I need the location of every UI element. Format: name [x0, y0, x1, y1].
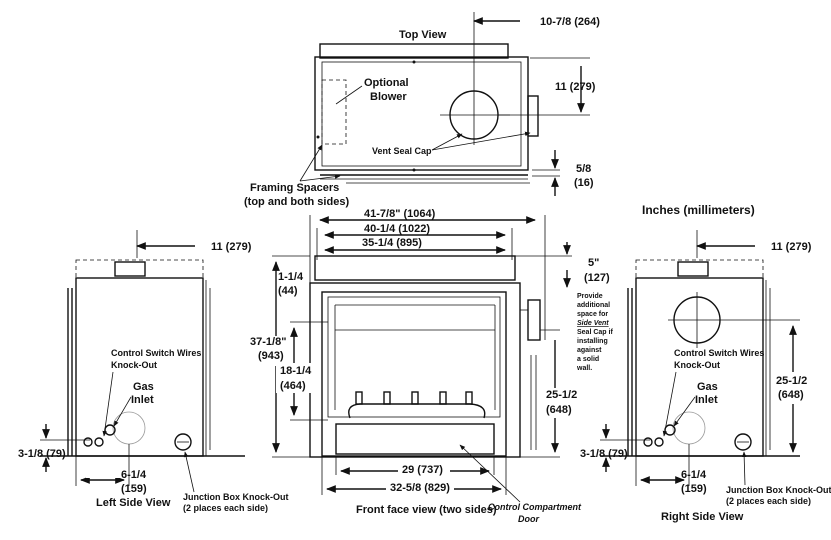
firebox-opening [327, 296, 501, 418]
note-line-6: installing [577, 338, 608, 345]
dim-right-159: (159) [681, 483, 707, 495]
dim-front-648: (648) [546, 404, 572, 416]
left-knockout-2 [94, 437, 104, 447]
note-line-8: a solid [577, 356, 599, 363]
dim-front-40-1-4: 40-1/4 (1022) [364, 223, 430, 235]
label-framing-spacers: Framing Spacers [250, 182, 339, 194]
gas-inlet-circle-right [672, 411, 706, 445]
dim-front-32-5-8: 32-5/8 (829) [390, 482, 450, 494]
dim-right-25-1-2: 25-1/2 [776, 375, 807, 387]
units-label: Inches (millimeters) [642, 203, 755, 217]
front-outer-face [309, 282, 521, 458]
top-view: Top View 10-7/8 (264) 11 (279) [244, 12, 600, 208]
gas-inlet-circle-left [112, 411, 146, 445]
note-line-7: against [577, 347, 602, 354]
label-gas-left: Gas [133, 381, 154, 393]
dim-front-29: 29 (737) [402, 464, 443, 476]
junction-box-knockout-right [734, 433, 752, 451]
note-line-2: additional [577, 302, 610, 309]
dim-top-5-8: 5/8 [576, 163, 591, 175]
right-top-spacer [635, 259, 764, 279]
label-control-compartment: Control Compartment [488, 502, 582, 512]
top-flue-outline [319, 43, 509, 59]
label-optional: Optional [364, 77, 409, 89]
dim-top-11: 11 (279) [555, 81, 596, 93]
label-gas-right: Gas [697, 381, 718, 393]
right-side-view-title: Right Side View [661, 511, 744, 523]
note-line-9: wall. [576, 365, 592, 372]
label-junction-box-left: Junction Box Knock-Out [183, 492, 289, 502]
left-side-view: 11 (279) Control Switch Wires Knock-Out … [18, 230, 289, 513]
burner-grate [348, 403, 486, 419]
note-line-3: space for [577, 311, 608, 318]
dim-front-18-1-4: 18-1/4 [280, 365, 312, 377]
label-control-compartment-door: Door [518, 514, 539, 524]
label-vent-seal-cap: Vent Seal Cap [372, 146, 432, 156]
note-line-1: Provide [577, 293, 603, 300]
left-top-spacer [75, 259, 204, 279]
dim-left-6-1-4: 6-1/4 [121, 469, 147, 481]
dim-front-35-1-4: 35-1/4 (895) [362, 237, 422, 249]
label-junction-box-right-2: (2 places each side) [726, 496, 811, 506]
dim-top-10-7-8: 10-7/8 (264) [540, 16, 600, 28]
front-firebox-frame [321, 291, 507, 457]
dim-top-16: (16) [574, 177, 594, 189]
dim-right-11: 11 (279) [771, 241, 812, 253]
side-vent-stub [527, 95, 539, 137]
dim-right-3-1-8: 3-1/8 (79) [580, 448, 628, 460]
right-side-view: Inches (millimeters) 11 (279) 25-1/2 (64… [580, 203, 831, 523]
right-flue-collar [677, 261, 709, 277]
junction-box-knockout-left [174, 433, 192, 451]
dim-front-41-7-8: 41-7/8" (1064) [364, 208, 436, 220]
dim-right-6-1-4: 6-1/4 [681, 469, 707, 481]
control-compartment-door [335, 423, 495, 455]
front-view: 41-7/8" (1064) 40-1/4 (1022) 35-1/4 (895… [248, 208, 613, 524]
dim-front-464: (464) [280, 380, 306, 392]
note-line-5: Seal Cap if [577, 329, 613, 336]
optional-blower-outline [321, 79, 347, 145]
label-junction-box-left-2: (2 places each side) [183, 503, 268, 513]
label-inlet-right: Inlet [695, 394, 718, 406]
label-junction-box-right: Junction Box Knock-Out [726, 485, 831, 495]
left-side-view-title: Left Side View [96, 497, 171, 509]
label-control-switch-left: Control Switch Wires [111, 348, 201, 358]
dim-front-44: (44) [278, 285, 298, 297]
front-top-band [314, 255, 516, 281]
label-framing-spacers-2: (top and both sides) [244, 196, 349, 208]
dim-right-648: (648) [778, 389, 804, 401]
left-flue-collar [114, 261, 146, 277]
dim-left-11: 11 (279) [211, 241, 252, 253]
right-knockout-2 [654, 437, 664, 447]
note-line-4: Side Vent [577, 320, 609, 327]
label-inlet-left: Inlet [131, 394, 154, 406]
left-knockout-1 [83, 437, 93, 447]
burner-posts [355, 391, 473, 405]
dim-left-3-1-8: 3-1/8 (79) [18, 448, 66, 460]
dim-front-1-1-4: 1-1/4 [278, 271, 304, 283]
front-view-title: Front face view (two sides) [356, 504, 497, 516]
provide-space-note: Provide additional space for Side Vent S… [576, 293, 613, 372]
dim-front-943: (943) [258, 350, 284, 362]
label-control-switch-right: Control Switch Wires [674, 348, 764, 358]
dim-front-127: (127) [584, 272, 610, 284]
dim-front-37-1-8: 37-1/8" [250, 336, 286, 348]
label-knockout-right: Knock-Out [674, 360, 720, 370]
top-view-title: Top View [399, 29, 447, 41]
dim-front-25-1-2: 25-1/2 [546, 389, 577, 401]
front-side-vent-stub [527, 299, 541, 341]
right-knockout-1 [643, 437, 653, 447]
label-knockout-left: Knock-Out [111, 360, 157, 370]
dim-left-159: (159) [121, 483, 147, 495]
label-blower: Blower [370, 91, 407, 103]
dim-front-5: 5" [588, 257, 599, 269]
